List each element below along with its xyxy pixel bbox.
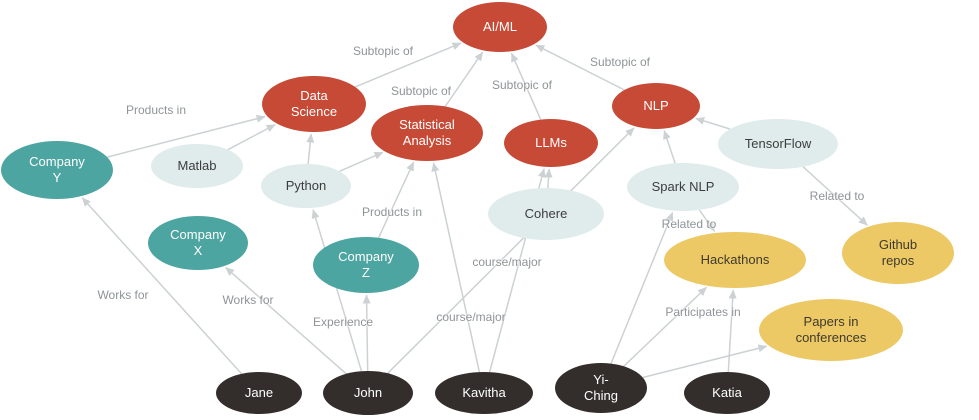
node-python[interactable]: Python bbox=[261, 164, 351, 208]
node-stat[interactable]: Statistical Analysis bbox=[371, 105, 483, 161]
edge-yiching-papers bbox=[642, 344, 768, 379]
edge-cohere-llms bbox=[544, 168, 553, 189]
edge-python-stat bbox=[339, 151, 384, 172]
node-ds[interactable]: Data Science bbox=[262, 76, 366, 132]
edge-sparknlp-nlp bbox=[663, 130, 676, 164]
edge-ds-aiml bbox=[354, 42, 462, 88]
node-github[interactable]: Github repos bbox=[842, 222, 954, 284]
edge-matlab-ds bbox=[227, 123, 276, 151]
edge-tensorflow-nlp bbox=[695, 117, 731, 130]
edge-yiching-hackathons bbox=[623, 286, 708, 367]
edge-sparknlp-hackathons bbox=[698, 209, 716, 232]
edge-john-python bbox=[311, 209, 363, 372]
node-john[interactable]: John bbox=[323, 371, 413, 415]
edge-jane-companyY bbox=[81, 197, 243, 375]
node-hackathons[interactable]: Hackathons bbox=[664, 232, 806, 288]
edge-john-companyX bbox=[225, 266, 347, 375]
edge-llms-aiml bbox=[510, 52, 542, 120]
node-papers[interactable]: Papers in conferences bbox=[759, 299, 903, 361]
edge-katia-hackathons bbox=[727, 289, 737, 373]
node-aiml[interactable]: AI/ML bbox=[453, 2, 547, 52]
edge-john-companyZ bbox=[362, 294, 371, 372]
edge-stat-aiml bbox=[444, 51, 484, 107]
node-tensorflow[interactable]: TensorFlow bbox=[718, 119, 838, 169]
edge-tensorflow-github bbox=[802, 166, 868, 226]
node-katia[interactable]: Katia bbox=[684, 372, 770, 414]
node-cohere[interactable]: Cohere bbox=[488, 188, 604, 240]
node-sparknlp[interactable]: Spark NLP bbox=[627, 163, 739, 211]
node-nlp[interactable]: NLP bbox=[612, 83, 700, 129]
node-yiching[interactable]: Yi- Ching bbox=[555, 363, 647, 413]
edge-yiching-sparknlp bbox=[610, 212, 674, 364]
edge-kavitha-stat bbox=[431, 162, 481, 373]
edge-python-ds bbox=[306, 133, 315, 165]
edge-companyY-ds bbox=[107, 114, 266, 158]
node-jane[interactable]: Jane bbox=[216, 372, 302, 414]
node-kavitha[interactable]: Kavitha bbox=[435, 372, 533, 414]
node-companyZ[interactable]: Company Z bbox=[313, 237, 419, 293]
node-companyX[interactable]: Company X bbox=[148, 216, 248, 270]
edge-companyZ-stat bbox=[377, 161, 415, 239]
node-companyY[interactable]: Company Y bbox=[1, 141, 113, 199]
node-llms[interactable]: LLMs bbox=[504, 119, 598, 167]
edge-nlp-aiml bbox=[535, 44, 625, 91]
node-matlab[interactable]: Matlab bbox=[151, 144, 243, 188]
edge-john-nlp bbox=[387, 127, 635, 374]
